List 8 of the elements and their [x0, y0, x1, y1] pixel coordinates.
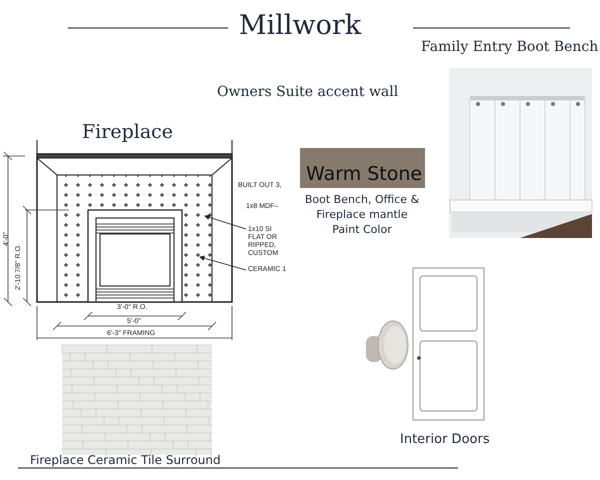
- paint-color-swatch: Warm Stone: [300, 148, 425, 188]
- page-title: Millwork: [238, 10, 362, 41]
- section-heading: Fireplace: [82, 121, 174, 143]
- section-heading: Family Entry Boot Bench: [421, 39, 598, 55]
- section-heading: Interior Doors: [400, 432, 490, 447]
- section-heading: Owners Suite accent wall: [217, 84, 398, 100]
- section-heading: Fireplace Ceramic Tile Surround: [30, 453, 221, 467]
- paint-usage-caption: Boot Bench, Office & Fireplace mantle Paint Color: [304, 192, 420, 237]
